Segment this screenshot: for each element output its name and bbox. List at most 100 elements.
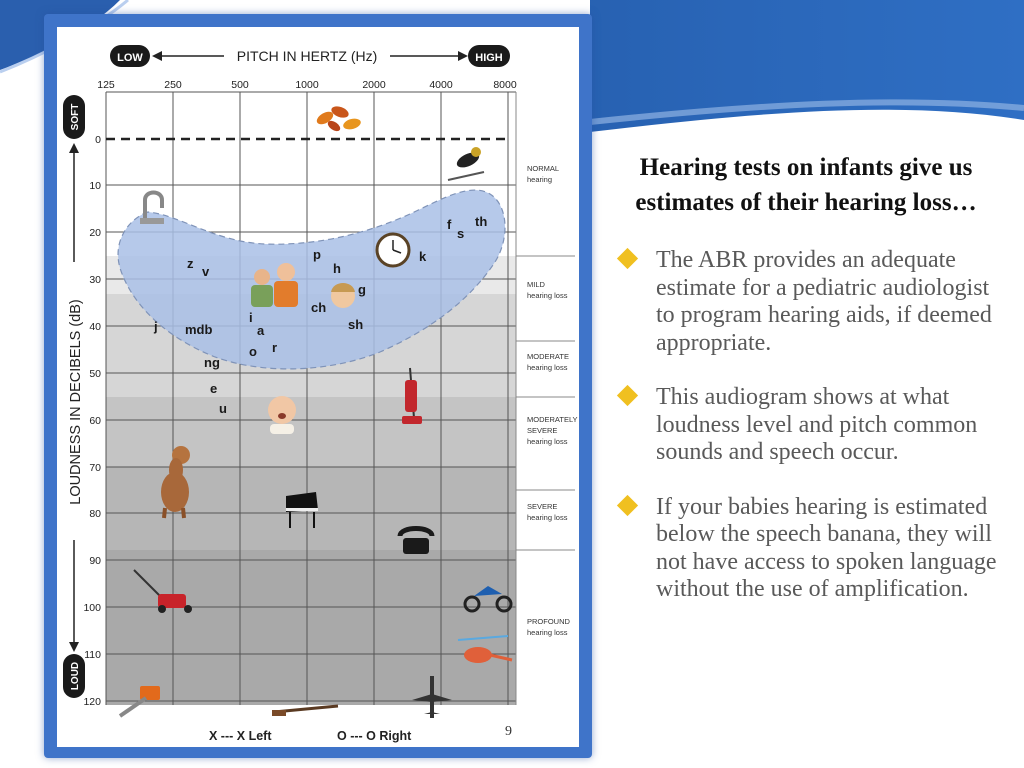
- freq-tick: 4000: [429, 79, 453, 91]
- slide-title-line-1: Hearing tests on infants give us: [639, 154, 973, 181]
- profound-band-shade: [106, 550, 516, 705]
- speech-sound: e: [210, 381, 217, 396]
- speech-sound: k: [419, 249, 427, 264]
- vacuum-icon: [402, 367, 422, 424]
- speech-sound: i: [249, 310, 253, 325]
- freq-tick: 8000: [493, 79, 517, 91]
- db-tick: 20: [89, 227, 101, 239]
- speech-sound: g: [358, 282, 366, 297]
- low-badge: [110, 45, 150, 67]
- legend-left: X --- X Left: [209, 729, 272, 743]
- band-dividers: [515, 92, 575, 705]
- high-badge: [468, 45, 510, 67]
- chainsaw-icon: [118, 686, 160, 718]
- speech-sound: s: [457, 226, 464, 241]
- dog-icon: [161, 446, 190, 519]
- db-tick: 70: [89, 462, 101, 474]
- speech-sound: f: [447, 217, 452, 232]
- bullet-item: If your babies hearing is estimated belo…: [616, 493, 1010, 604]
- db-tick: 40: [89, 321, 101, 333]
- speech-sound: u: [219, 401, 227, 416]
- loudness-axis: SOFT LOUDNESS IN DECIBELS (dB) LOUD: [63, 95, 85, 698]
- arrow-right-icon: [458, 51, 468, 61]
- db-tick: 0: [95, 134, 101, 146]
- speech-sound: v: [202, 264, 210, 279]
- speech-sound: mdb: [185, 322, 213, 337]
- motorcycle-icon: [463, 586, 513, 613]
- speech-sounds: z v j mdb ng e u i a o r p h ch g sh k f…: [153, 214, 487, 416]
- frequency-tick-labels: 125 250 500 1000 2000 4000 8000: [97, 79, 517, 91]
- low-label: LOW: [117, 52, 143, 64]
- legend-right: O --- O Right: [337, 729, 412, 743]
- lawn-mower-icon: [133, 569, 192, 613]
- bird-icon: [447, 147, 485, 181]
- db-tick: 50: [89, 368, 101, 380]
- soft-badge: [63, 95, 85, 139]
- loudness-title: LOUDNESS IN DECIBELS (dB): [68, 299, 84, 504]
- loud-badge: [63, 654, 85, 698]
- helicopter-icon: [457, 635, 513, 663]
- children-photo-icon: [251, 263, 298, 307]
- rifle-icon: [272, 704, 339, 716]
- freq-tick: 500: [231, 79, 249, 91]
- bullet-text: The ABR provides an adequate estimate fo…: [656, 247, 992, 356]
- db-tick: 60: [89, 415, 101, 427]
- db-tick: 100: [83, 602, 101, 614]
- freq-tick: 125: [97, 79, 115, 91]
- slide-title-line-2: estimates of their hearing loss…: [635, 189, 977, 216]
- clock-icon: [375, 232, 411, 268]
- speech-sound: z: [187, 256, 194, 271]
- pitch-header: LOW PITCH IN HERTZ (Hz) HIGH: [110, 45, 510, 67]
- speech-sound: ng: [204, 355, 220, 370]
- speech-sound: r: [272, 340, 277, 355]
- speech-sound: ch: [311, 300, 326, 315]
- arrow-up-icon: [69, 143, 79, 153]
- girl-face-icon: [331, 283, 355, 308]
- arrow-down-icon: [69, 642, 79, 652]
- freq-tick: 2000: [362, 79, 386, 91]
- bullet-list: The ABR provides an adequate estimate fo…: [616, 247, 1010, 631]
- db-tick: 30: [89, 274, 101, 286]
- page-number: 9: [505, 724, 512, 739]
- bullet-item: This audiogram shows at what loudness le…: [616, 384, 1010, 467]
- speech-sound: th: [475, 214, 487, 229]
- speech-banana: [117, 189, 506, 370]
- faucet-icon: [140, 190, 164, 224]
- db-tick: 80: [89, 508, 101, 520]
- loud-label: LOUD: [70, 662, 81, 690]
- db-tick: 90: [89, 555, 101, 567]
- db-tick: 120: [83, 696, 101, 708]
- high-label: HIGH: [475, 52, 503, 64]
- slide-title: Hearing tests on infants give us estimat…: [598, 150, 1014, 220]
- mod-severe-band-shade: [106, 397, 516, 467]
- db-tick-labels: 0 10 20 30 40 50 60 70 80 90 100 110 120: [83, 134, 101, 708]
- speech-sound: p: [313, 247, 321, 262]
- speech-sound: o: [249, 344, 257, 359]
- speech-sound: a: [257, 323, 265, 338]
- arrow-left-icon: [152, 51, 162, 61]
- speech-sound: h: [333, 261, 341, 276]
- speech-sound: j: [153, 319, 158, 334]
- airplane-icon: [412, 676, 452, 718]
- freq-tick: 250: [164, 79, 182, 91]
- pitch-title: PITCH IN HERTZ (Hz): [237, 48, 378, 64]
- bullet-item: The ABR provides an adequate estimate fo…: [616, 247, 1010, 357]
- piano-icon: [286, 492, 318, 528]
- speech-sound: sh: [348, 317, 363, 332]
- leaves-icon: [316, 106, 361, 132]
- telephone-icon: [397, 526, 435, 554]
- bullet-text: If your babies hearing is estimated belo…: [656, 493, 997, 603]
- bullet-text: This audiogram shows at what loudness le…: [656, 384, 978, 465]
- db-tick: 10: [89, 180, 101, 192]
- freq-tick: 1000: [295, 79, 319, 91]
- crying-baby-icon: [268, 396, 296, 434]
- db-tick: 110: [84, 649, 101, 661]
